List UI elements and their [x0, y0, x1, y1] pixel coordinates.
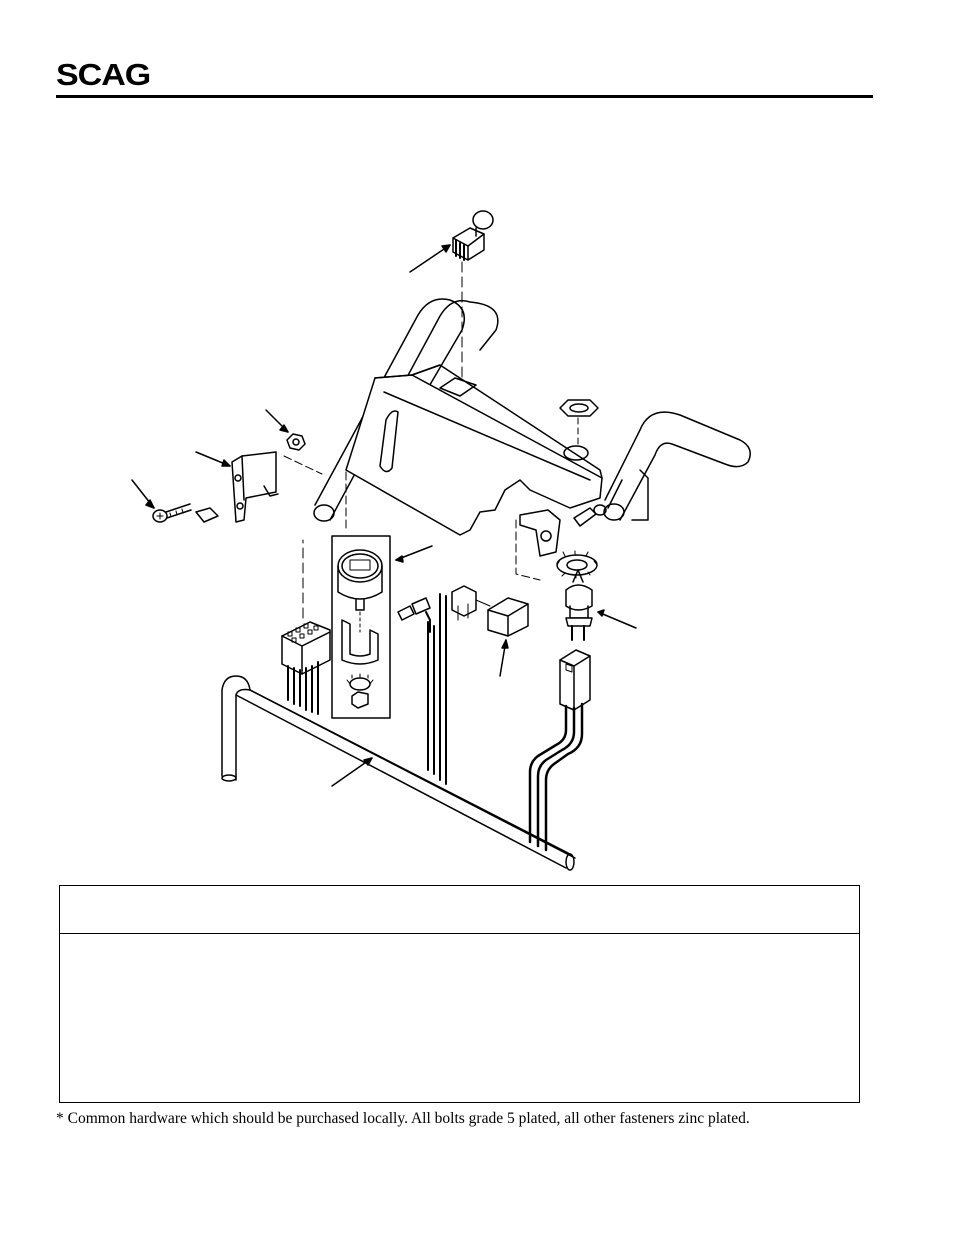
- ignition-switch-part: [452, 210, 494, 261]
- connector-part: [559, 649, 591, 711]
- footnote: * Common hardware which should be purcha…: [56, 1110, 750, 1127]
- handle-frame-part: [313, 298, 751, 557]
- callout-arrow: [597, 611, 637, 629]
- brand-logo: SCAG: [56, 58, 151, 93]
- seat-switch-part: [451, 585, 529, 637]
- screw-part: [152, 503, 192, 523]
- exploded-parts-diagram: [131, 210, 751, 871]
- sensor-switch-part: [565, 569, 593, 641]
- header-rule: [56, 95, 873, 98]
- terminal-part: [397, 597, 435, 775]
- callout-arrow: [409, 244, 451, 273]
- hour-meter-part: [331, 535, 391, 719]
- switch-bracket-part: [195, 451, 279, 523]
- parts-table-header-row: [60, 886, 859, 934]
- parts-list-table: [59, 885, 860, 1103]
- wire-harness-part: [221, 675, 576, 871]
- multi-pin-connector-part: [281, 621, 331, 675]
- fitting-part: [573, 504, 607, 527]
- hex-nut-part: [286, 433, 306, 451]
- nut-part: [559, 399, 599, 449]
